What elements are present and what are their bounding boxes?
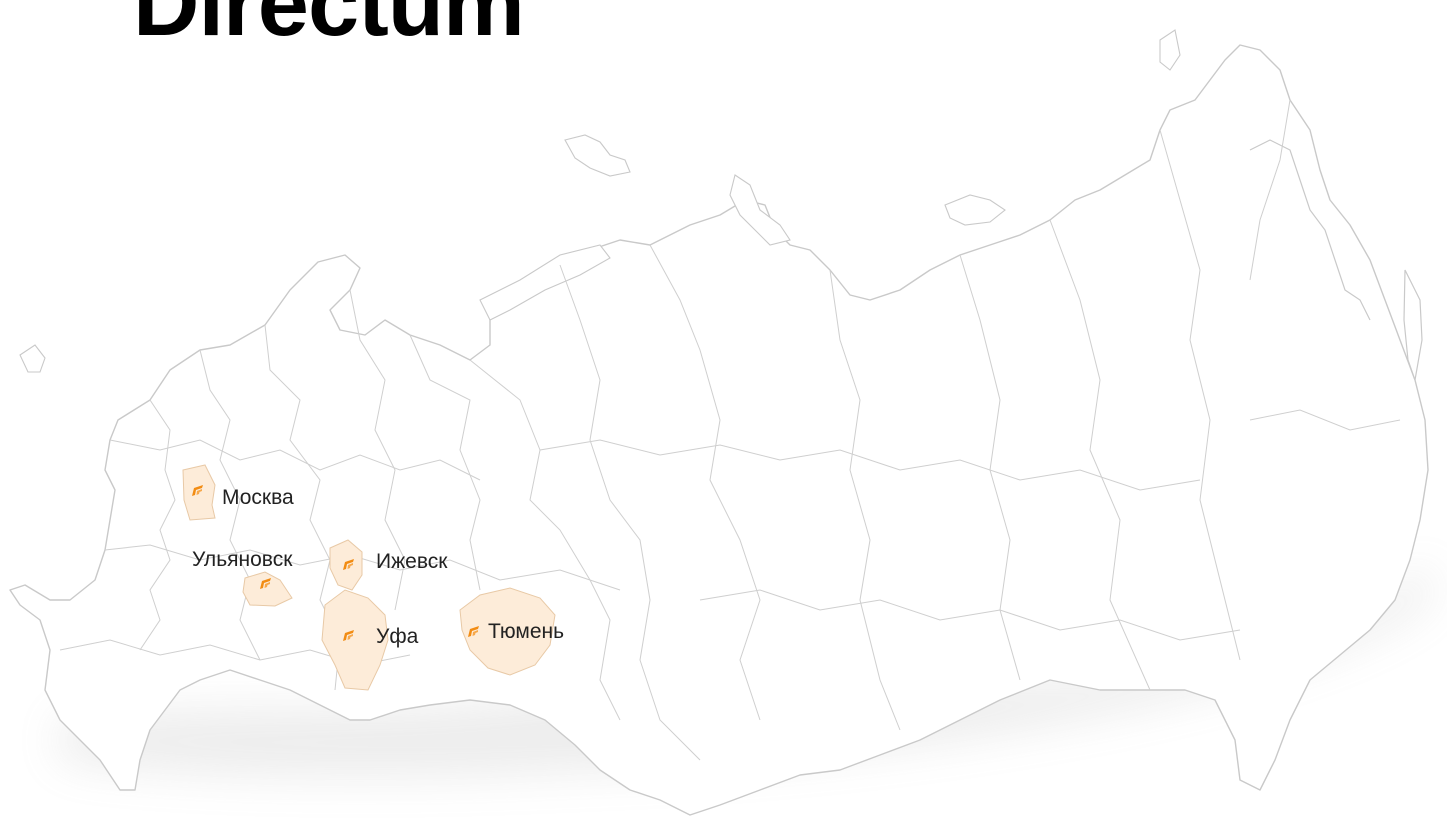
city-ufa[interactable]: Уфа — [343, 625, 419, 648]
city-tyumen[interactable]: Тюмень — [468, 620, 564, 643]
city-moscow[interactable]: Москва — [192, 485, 294, 509]
region-tyumen[interactable] — [459, 587, 556, 676]
city-label-ufa: Уфа — [376, 625, 419, 648]
city-label-ulyanovsk: Ульяновск — [192, 548, 293, 571]
kaliningrad-outline — [19, 344, 46, 373]
city-label-izhevsk: Ижевск — [376, 550, 448, 573]
country-outline — [9, 44, 1429, 816]
far-east-outline — [1249, 139, 1371, 321]
region-ulyanovsk[interactable] — [242, 571, 293, 607]
page-title: Directum — [133, 0, 525, 55]
region-bashkortostan[interactable] — [321, 589, 389, 691]
arctic-islands — [479, 29, 1181, 321]
sakhalin-outline — [1403, 269, 1423, 383]
city-ulyanovsk[interactable]: Ульяновск — [192, 548, 293, 589]
city-label-tyumen: Тюмень — [488, 620, 564, 643]
city-izhevsk[interactable]: Ижевск — [343, 550, 448, 573]
highlighted-regions — [182, 464, 556, 691]
city-label-moscow: Москва — [222, 486, 294, 509]
